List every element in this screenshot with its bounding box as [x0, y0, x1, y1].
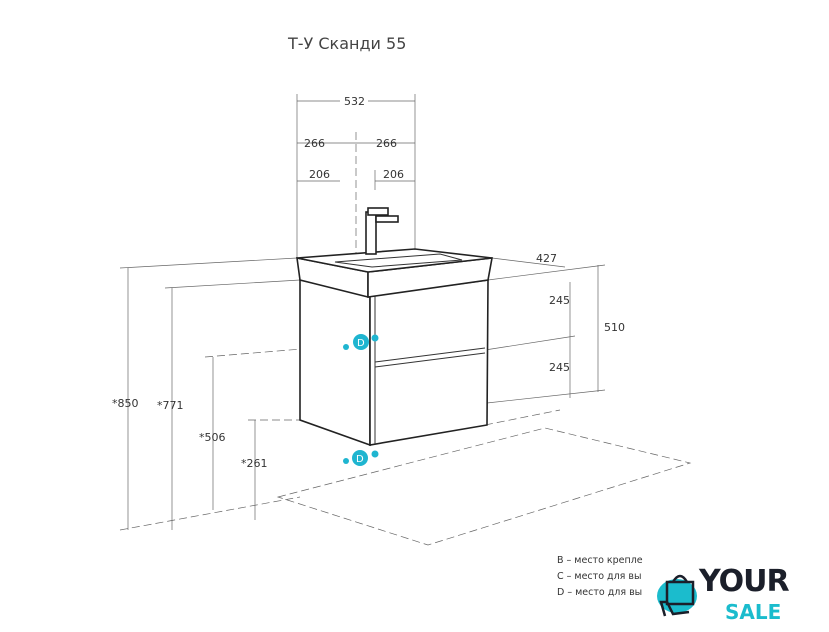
- legend-d: D – место для вы: [557, 587, 643, 598]
- legend-c: C – место для вы: [557, 571, 642, 582]
- dim-532: 532: [344, 95, 365, 108]
- dim-245-top: 245: [549, 294, 570, 307]
- drawing-title: Т-У Сканди 55: [287, 34, 406, 53]
- cabinet: [299, 278, 489, 447]
- dim-266-right: 266: [376, 137, 397, 150]
- dim-771: *771: [157, 399, 184, 412]
- dim-510: 510: [604, 321, 625, 334]
- marker-d-upper: D: [357, 338, 365, 349]
- dim-266-left: 266: [304, 137, 325, 150]
- floor-outline: [276, 427, 692, 546]
- faucet: [365, 207, 399, 255]
- mount-markers-lower: D: [343, 450, 379, 466]
- yoursale-logo: YOUR SALE: [655, 566, 805, 626]
- dim-206-left: 206: [309, 168, 330, 181]
- dim-427: 427: [536, 252, 557, 265]
- logo-sale: SALE: [725, 600, 782, 624]
- dim-206-right: 206: [383, 168, 404, 181]
- dim-245-bottom: 245: [549, 361, 570, 374]
- dim-261: *261: [241, 457, 268, 470]
- legend-b: B – место крепле: [557, 555, 643, 566]
- marker-d-lower: D: [356, 454, 364, 465]
- logo-your: YOUR: [699, 564, 790, 599]
- mount-markers-upper: D: [343, 334, 379, 350]
- right-dimensions: [484, 257, 606, 426]
- dim-850: *850: [112, 397, 139, 410]
- shopping-bag-hand-icon: [657, 574, 697, 617]
- dim-506: *506: [199, 431, 226, 444]
